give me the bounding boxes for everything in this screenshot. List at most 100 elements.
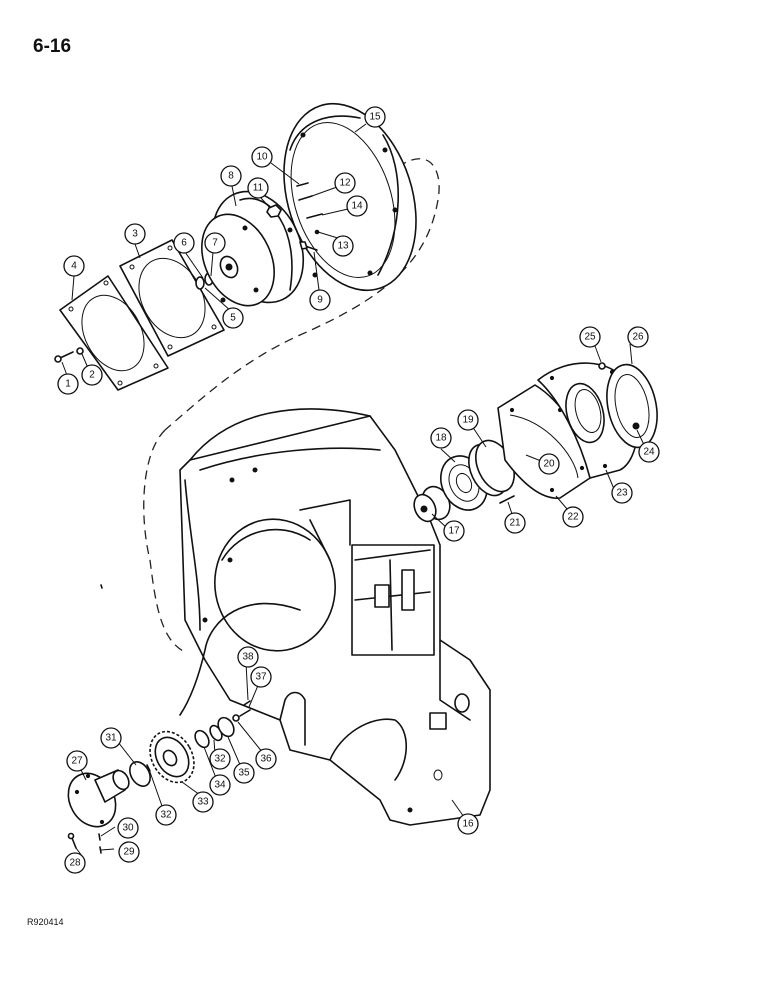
callout-37: 37 (250, 666, 272, 688)
flange-27 (67, 769, 130, 828)
washer-2 (76, 347, 84, 355)
callout-20: 20 (538, 453, 560, 475)
gasket-plate-3 (119, 239, 225, 357)
shaft-guide-line (179, 602, 301, 716)
ring-34 (194, 729, 210, 749)
callout-3: 3 (124, 223, 146, 245)
pin-21 (499, 495, 515, 504)
callout-7: 7 (204, 232, 226, 254)
callout-30: 30 (117, 817, 139, 839)
svg-text:31: 31 (105, 733, 117, 744)
svg-text:25: 25 (584, 332, 596, 343)
page-number: 6-16 (33, 36, 72, 57)
callout-1: 1 (57, 373, 79, 395)
pin-12 (298, 195, 313, 201)
svg-text:13: 13 (337, 241, 349, 252)
callout-34: 34 (209, 774, 231, 796)
assembly-dashed-line-upper (164, 158, 440, 431)
callout-9: 9 (309, 289, 331, 311)
pin-14 (306, 213, 323, 219)
svg-text:5: 5 (230, 313, 236, 324)
svg-text:3: 3 (132, 229, 138, 240)
callout-35: 35 (233, 762, 255, 784)
pin-32 (146, 764, 151, 772)
svg-text:14: 14 (351, 201, 363, 212)
svg-text:22: 22 (567, 512, 579, 523)
callout-11: 11 (247, 177, 269, 199)
svg-text:33: 33 (197, 797, 209, 808)
callout-13: 13 (332, 235, 354, 257)
callout-16: 16 (457, 813, 479, 835)
callout-15: 15 (364, 106, 386, 128)
svg-text:23: 23 (616, 488, 628, 499)
converter-housing-15 (283, 102, 417, 292)
assembly-dashed-line-lower (143, 429, 186, 653)
svg-text:4: 4 (71, 261, 77, 272)
callout-21: 21 (504, 512, 526, 534)
bolt-28 (67, 832, 77, 849)
svg-text:35: 35 (238, 768, 250, 779)
callout-29: 29 (118, 841, 140, 863)
nut-11 (266, 204, 282, 218)
callout-14: 14 (346, 195, 368, 217)
callout-19: 19 (457, 409, 479, 431)
svg-text:15: 15 (369, 112, 381, 123)
svg-text:17: 17 (448, 526, 460, 537)
seal-ring-5 (195, 276, 205, 290)
plate-35 (217, 716, 235, 738)
washer-36 (232, 714, 240, 722)
svg-text:12: 12 (339, 178, 351, 189)
callout-27: 27 (66, 750, 88, 772)
bolt-1 (54, 351, 74, 363)
svg-text:37: 37 (255, 672, 267, 683)
svg-text:26: 26 (632, 332, 644, 343)
svg-text:28: 28 (69, 858, 81, 869)
callout-33: 33 (192, 791, 214, 813)
svg-text:29: 29 (123, 847, 135, 858)
callout-28: 28 (64, 852, 86, 874)
callout-24: 24 (638, 441, 660, 463)
callout-36: 36 (255, 748, 277, 770)
callout-8: 8 (220, 165, 242, 187)
svg-text:27: 27 (71, 756, 83, 767)
callout-6: 6 (173, 232, 195, 254)
figure-code: R920414 (27, 917, 64, 927)
callout-4: 4 (63, 255, 85, 277)
callout-18: 18 (430, 427, 452, 449)
svg-text:19: 19 (462, 415, 474, 426)
svg-text:7: 7 (212, 238, 218, 249)
callout-26: 26 (627, 326, 649, 348)
svg-text:30: 30 (122, 823, 134, 834)
svg-text:34: 34 (214, 780, 226, 791)
plug-24 (632, 422, 640, 430)
svg-text:9: 9 (317, 295, 323, 306)
svg-text:32: 32 (214, 754, 226, 765)
callout-10: 10 (251, 146, 273, 168)
callout-38: 38 (237, 646, 259, 668)
svg-text:6: 6 (181, 238, 187, 249)
callout-32b: 32 (209, 748, 231, 770)
svg-text:11: 11 (253, 183, 264, 194)
svg-text:36: 36 (260, 754, 272, 765)
pin-10 (296, 182, 309, 187)
callout-31: 31 (100, 727, 122, 749)
svg-text:10: 10 (256, 152, 268, 163)
svg-text:16: 16 (462, 819, 474, 830)
bolt-9 (299, 241, 318, 251)
callout-25: 25 (579, 326, 601, 348)
svg-text:20: 20 (543, 459, 555, 470)
pin-29 (99, 846, 102, 854)
svg-text:18: 18 (435, 433, 447, 444)
svg-text:32: 32 (160, 810, 172, 821)
callout-32: 32 (155, 804, 177, 826)
svg-text:8: 8 (228, 171, 234, 182)
bolt-37 (239, 709, 251, 717)
callout-23: 23 (611, 482, 633, 504)
callout-17: 17 (443, 520, 465, 542)
callout-5: 5 (222, 307, 244, 329)
o-ring-31 (129, 761, 151, 787)
svg-text:38: 38 (242, 652, 254, 663)
pump-drive-17 (413, 485, 451, 523)
